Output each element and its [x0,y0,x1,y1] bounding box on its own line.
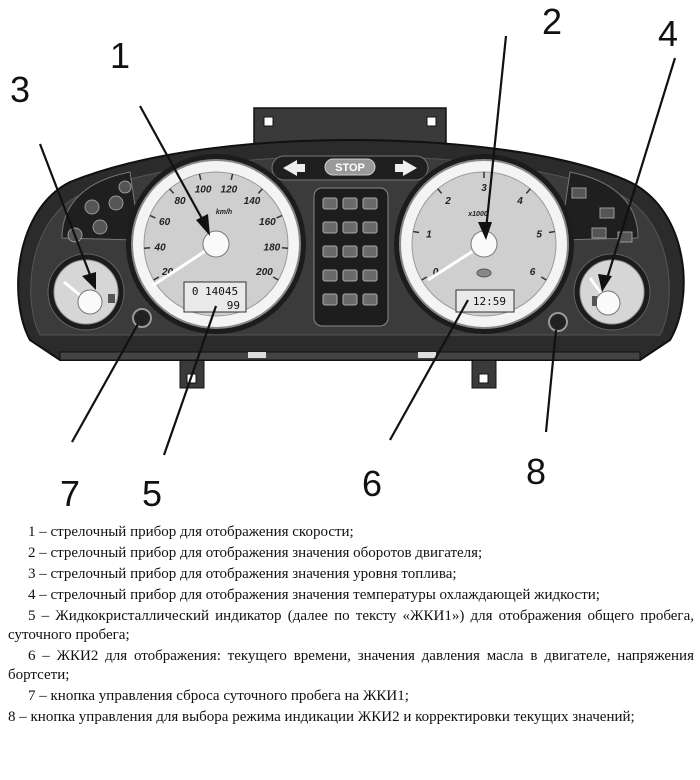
legend-item-4: 4 – стрелочный прибор для отображения зн… [28,587,600,603]
fuel-gauge [47,253,125,331]
left-warning-lamps [61,171,141,243]
seatbelt-icon [342,221,358,234]
tach-tick-mark [548,230,556,234]
callout-1: 1 [110,35,130,76]
speed-tick-mark [230,173,234,180]
tach-tick-label: 1 [426,229,432,240]
callout-8: 8 [526,451,546,492]
callout-leaders [38,35,677,456]
tach-tick-label: 4 [516,196,523,207]
lcd2-line1: 12:59 [473,295,506,308]
speed-tick-label: 60 [159,217,171,228]
lcd1-display [183,281,247,313]
tach-tick-label: 5 [536,229,542,240]
legend-item-5: 5 – Жидкокристаллический индикатор (дале… [8,608,694,643]
lamp-icon [362,245,378,258]
speed-tick-mark [276,214,283,219]
speed-tick-label: 180 [264,242,281,253]
speed-tick-mark [149,214,156,219]
lamp-icon [342,293,358,306]
tach-tick-label: 0 [433,267,439,278]
legend-item-6: 6 – ЖКИ2 для отображения: текущего време… [8,648,694,683]
callout-numbers: 1 2 3 4 5 6 7 8 [10,1,678,512]
legend-item-3: 3 – стрелочный прибор для отображения зн… [28,566,457,582]
speed-tick-label: 40 [154,242,167,253]
tach-tick-label: 6 [530,267,536,278]
lcd2-display [455,289,515,313]
right-warning-lamps [559,171,639,243]
speed-tick-mark [272,276,279,281]
lcd1-line2: 99 [227,299,240,312]
speed-tick-mark [169,188,175,194]
left-arrow-icon [283,160,305,176]
lamp-icon [322,293,338,306]
speed-tick-label: 80 [174,196,186,207]
center-warning-panel [313,187,389,327]
legend-item-2: 2 – стрелочный прибор для отображения зн… [28,545,483,561]
legend-item-7: 7 – кнопка управления сброса суточного п… [28,688,409,704]
temperature-gauge [573,253,651,331]
lamp-icon [342,269,358,282]
tach-tick-mark [540,276,547,281]
tach-unit: x1000 [467,211,488,218]
callout-5: 5 [142,473,162,512]
trip-reset-button[interactable] [132,308,152,328]
speed-tick-label: 200 [255,267,273,278]
tach-tick-mark [437,188,443,194]
callout-6: 6 [362,463,382,504]
speed-tick-label: 20 [161,267,174,278]
speed-tick-mark [198,173,202,180]
stop-label: STOP [335,162,365,174]
tach-tick-label: 3 [481,183,487,194]
tach-tick-mark [412,230,420,234]
legend-item-8: 8 – кнопка управления для выбора режима … [8,709,635,725]
brake-icon [362,197,378,210]
legend-item-1: 1 – стрелочный прибор для отображения ск… [28,524,354,540]
callout-7: 7 [60,473,80,512]
lamp-icon [362,293,378,306]
tachometer: 0 1 2 3 4 5 6 x1000 12:59 [394,154,574,334]
lcd1-line1: 0 14045 [192,285,238,298]
speed-tick-label: 140 [244,196,261,207]
tach-tick-label: 2 [444,196,451,207]
legend: 1 – стрелочный прибор для отображения ск… [8,523,694,729]
callout-2: 2 [542,1,562,42]
callout-4: 4 [658,13,678,54]
tach-tick-mark [525,188,531,194]
lamp-icon [322,245,338,258]
lamp-icon [322,269,338,282]
speed-tick-mark [153,276,160,281]
speed-tick-mark [257,188,263,194]
battery-icon [322,197,338,210]
engine-icon [362,221,378,234]
oil-icon [342,197,358,210]
callout-arrowheads [82,214,612,292]
fuel-pump-icon [108,294,115,303]
speed-tick-label: 160 [259,217,276,228]
speed-tick-label: 100 [195,185,212,196]
headlight-icon [322,221,338,234]
lamp-icon [362,269,378,282]
temperature-icon [592,296,597,306]
tach-indicator-lamp [476,268,492,278]
callout-3: 3 [10,69,30,110]
lcd2-mode-button[interactable] [548,312,568,332]
speed-unit: km/h [216,209,232,216]
speed-tick-label: 120 [221,185,238,196]
lamp-icon [342,245,358,258]
tach-tick-mark [421,276,428,281]
right-arrow-icon [395,160,417,176]
turn-signal-bar: STOP [271,155,429,181]
